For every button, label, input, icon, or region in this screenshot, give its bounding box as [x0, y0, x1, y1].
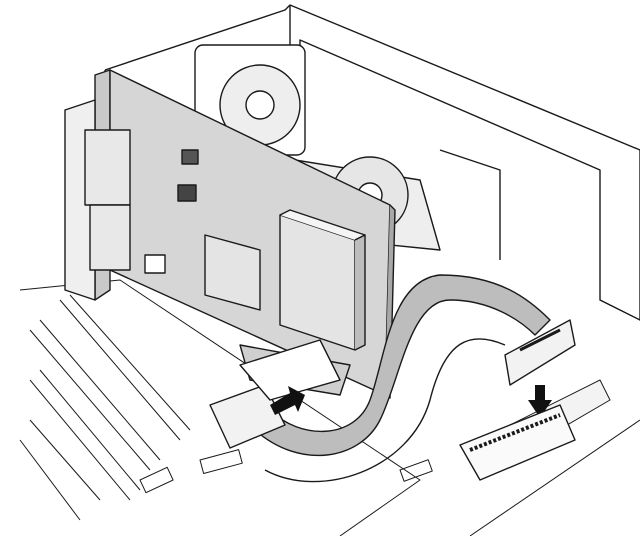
ribbon-cable [254, 274, 551, 483]
motherboard-header [459, 404, 576, 481]
cable-connector [209, 319, 576, 449]
insert-arrow-icon [528, 385, 552, 418]
insert-arrow-icon [270, 386, 305, 415]
